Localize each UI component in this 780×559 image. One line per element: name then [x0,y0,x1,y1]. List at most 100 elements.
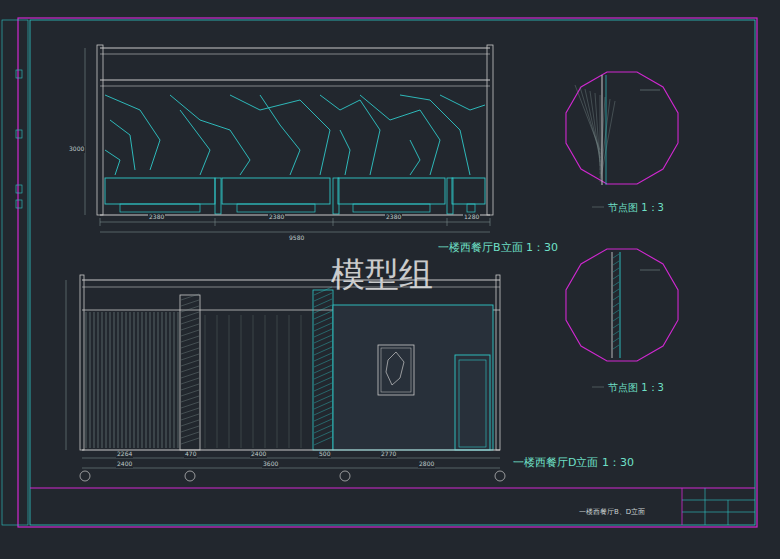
drawing-path [400,95,470,175]
drawing-rect [353,204,430,212]
drawing-rect [222,178,330,204]
drawing-line [314,287,332,295]
drawing-line [100,48,490,49]
drawing-rect [452,178,485,204]
drawing-line [590,91,600,162]
drawing-rect [455,355,490,450]
drawing-line [314,305,332,313]
drawing-line [447,218,448,226]
drawing-line [181,384,199,390]
drawing-path [566,72,678,184]
drawing-line [314,383,332,391]
drawing-path [566,249,678,361]
drawing-line [613,338,619,342]
drawing-line [620,252,621,358]
drawing-line [613,254,619,258]
drawing-rect [338,178,445,204]
drawing-rect [381,348,411,392]
drawing-line [314,359,332,367]
drawing-line [181,408,199,414]
dimension-text: 2264 [116,451,133,458]
drawing-rect [30,20,755,525]
drawing-line [592,387,604,388]
drawing-line [640,90,660,91]
drawing-line [142,312,143,448]
drawing-line [82,287,500,288]
drawing-line [241,315,242,448]
drawing-line [181,354,199,360]
drawing-line [150,312,151,448]
drawing-line [181,432,199,438]
drawing-line [205,315,206,448]
drawing-rect [487,45,493,215]
drawing-line [181,306,199,312]
drawing-line [613,289,619,293]
drawing-line [134,312,135,448]
drawing-path [260,95,300,175]
drawing-path [360,95,440,175]
drawing-line [100,232,490,233]
view-title: 节点图 1：3 [607,382,665,393]
drawing-rect [459,360,486,447]
drawing-line [314,377,332,385]
drawing-path [440,95,485,110]
drawing-line [613,317,619,321]
drawing-line [100,86,490,87]
dimension-text: 2380 [385,214,402,221]
drawing-path [230,95,330,175]
dimension-text: 2400 [116,461,133,468]
drawing-line [229,315,230,448]
drawing-path [410,140,420,175]
axis-marker [340,471,350,481]
drawing-line [612,252,613,358]
drawing-line [314,395,332,403]
drawing-line [301,315,302,448]
drawing-line [181,438,199,444]
drawing-line [106,312,107,448]
drawing-line [126,312,127,448]
drawing-line [265,315,266,448]
drawing-line [181,336,199,342]
drawing-line [181,330,199,336]
drawing-line [602,75,603,185]
drawing-line [705,488,706,525]
watermark: 模型组 [330,256,434,293]
drawing-line [314,419,332,427]
drawing-line [289,315,290,448]
drawing-line [314,317,332,325]
drawing-line [314,323,332,331]
drawing-line [314,425,332,433]
drawing-rect [215,178,221,214]
drawing-path [180,110,210,175]
drawing-line [178,312,179,448]
drawing-line [66,280,67,450]
drawing-line [314,329,332,337]
drawing-line [98,312,99,448]
axis-marker [185,471,195,481]
drawing-rect [16,200,22,208]
drawing-line [166,312,167,448]
axis-marker [495,471,505,481]
drawing-line [181,378,199,384]
drawing-path [170,95,250,175]
drawing-path [340,130,350,175]
drawing-line [181,420,199,426]
drawing-rect [18,18,757,527]
drawing-line [314,401,332,409]
drawing-line [181,366,199,372]
drawing-line [314,293,332,301]
drawing-line [314,335,332,343]
drawing-rect [496,275,500,450]
drawing-line [181,360,199,366]
drawing-line [100,54,490,55]
drawing-line [181,390,199,396]
drawing-line [314,389,332,397]
drawing-line [613,296,619,300]
drawing-line [613,268,619,272]
drawing-line [682,500,755,501]
axis-marker [80,471,90,481]
drawing-line [100,218,101,226]
drawing-line [82,449,500,450]
drawing-line [181,396,199,402]
